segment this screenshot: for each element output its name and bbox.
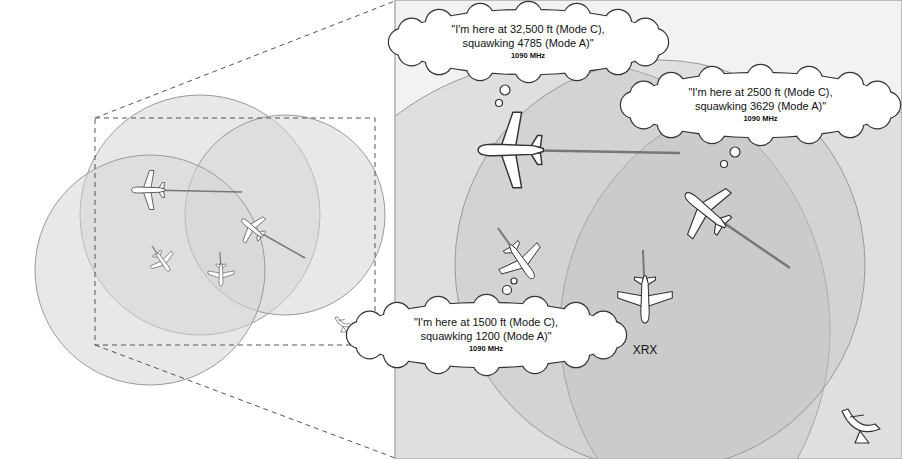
aircraft-label: XRX <box>633 343 658 357</box>
panel-aircraft <box>478 112 880 443</box>
cloud-text: "I'm here at 1500 ft (Mode C), squawking… <box>394 316 579 354</box>
overview-aircraft <box>132 171 353 333</box>
speech-cloud: "I'm here at 1500 ft (Mode C), squawking… <box>347 295 626 375</box>
panel-coverage-circles <box>395 60 902 459</box>
frequency-label: 1090 MHz <box>668 114 853 124</box>
frequency-label: 1090 MHz <box>436 51 621 61</box>
zoom-frame <box>95 1 395 458</box>
cloud-text: "I'm here at 32,500 ft (Mode C), squawki… <box>436 23 621 61</box>
transponder-message: "I'm here at 32,500 ft (Mode C), squawki… <box>436 23 621 51</box>
frequency-label: 1090 MHz <box>394 344 579 354</box>
cloud-text: "I'm here at 2500 ft (Mode C), squawking… <box>668 86 853 124</box>
transponder-message: "I'm here at 1500 ft (Mode C), squawking… <box>394 316 579 344</box>
speech-cloud: "I'm here at 32,500 ft (Mode C), squawki… <box>389 2 668 82</box>
speech-cloud: "I'm here at 2500 ft (Mode C), squawking… <box>621 65 900 145</box>
transponder-message: "I'm here at 2500 ft (Mode C), squawking… <box>668 86 853 114</box>
coverage-circles <box>35 95 385 385</box>
